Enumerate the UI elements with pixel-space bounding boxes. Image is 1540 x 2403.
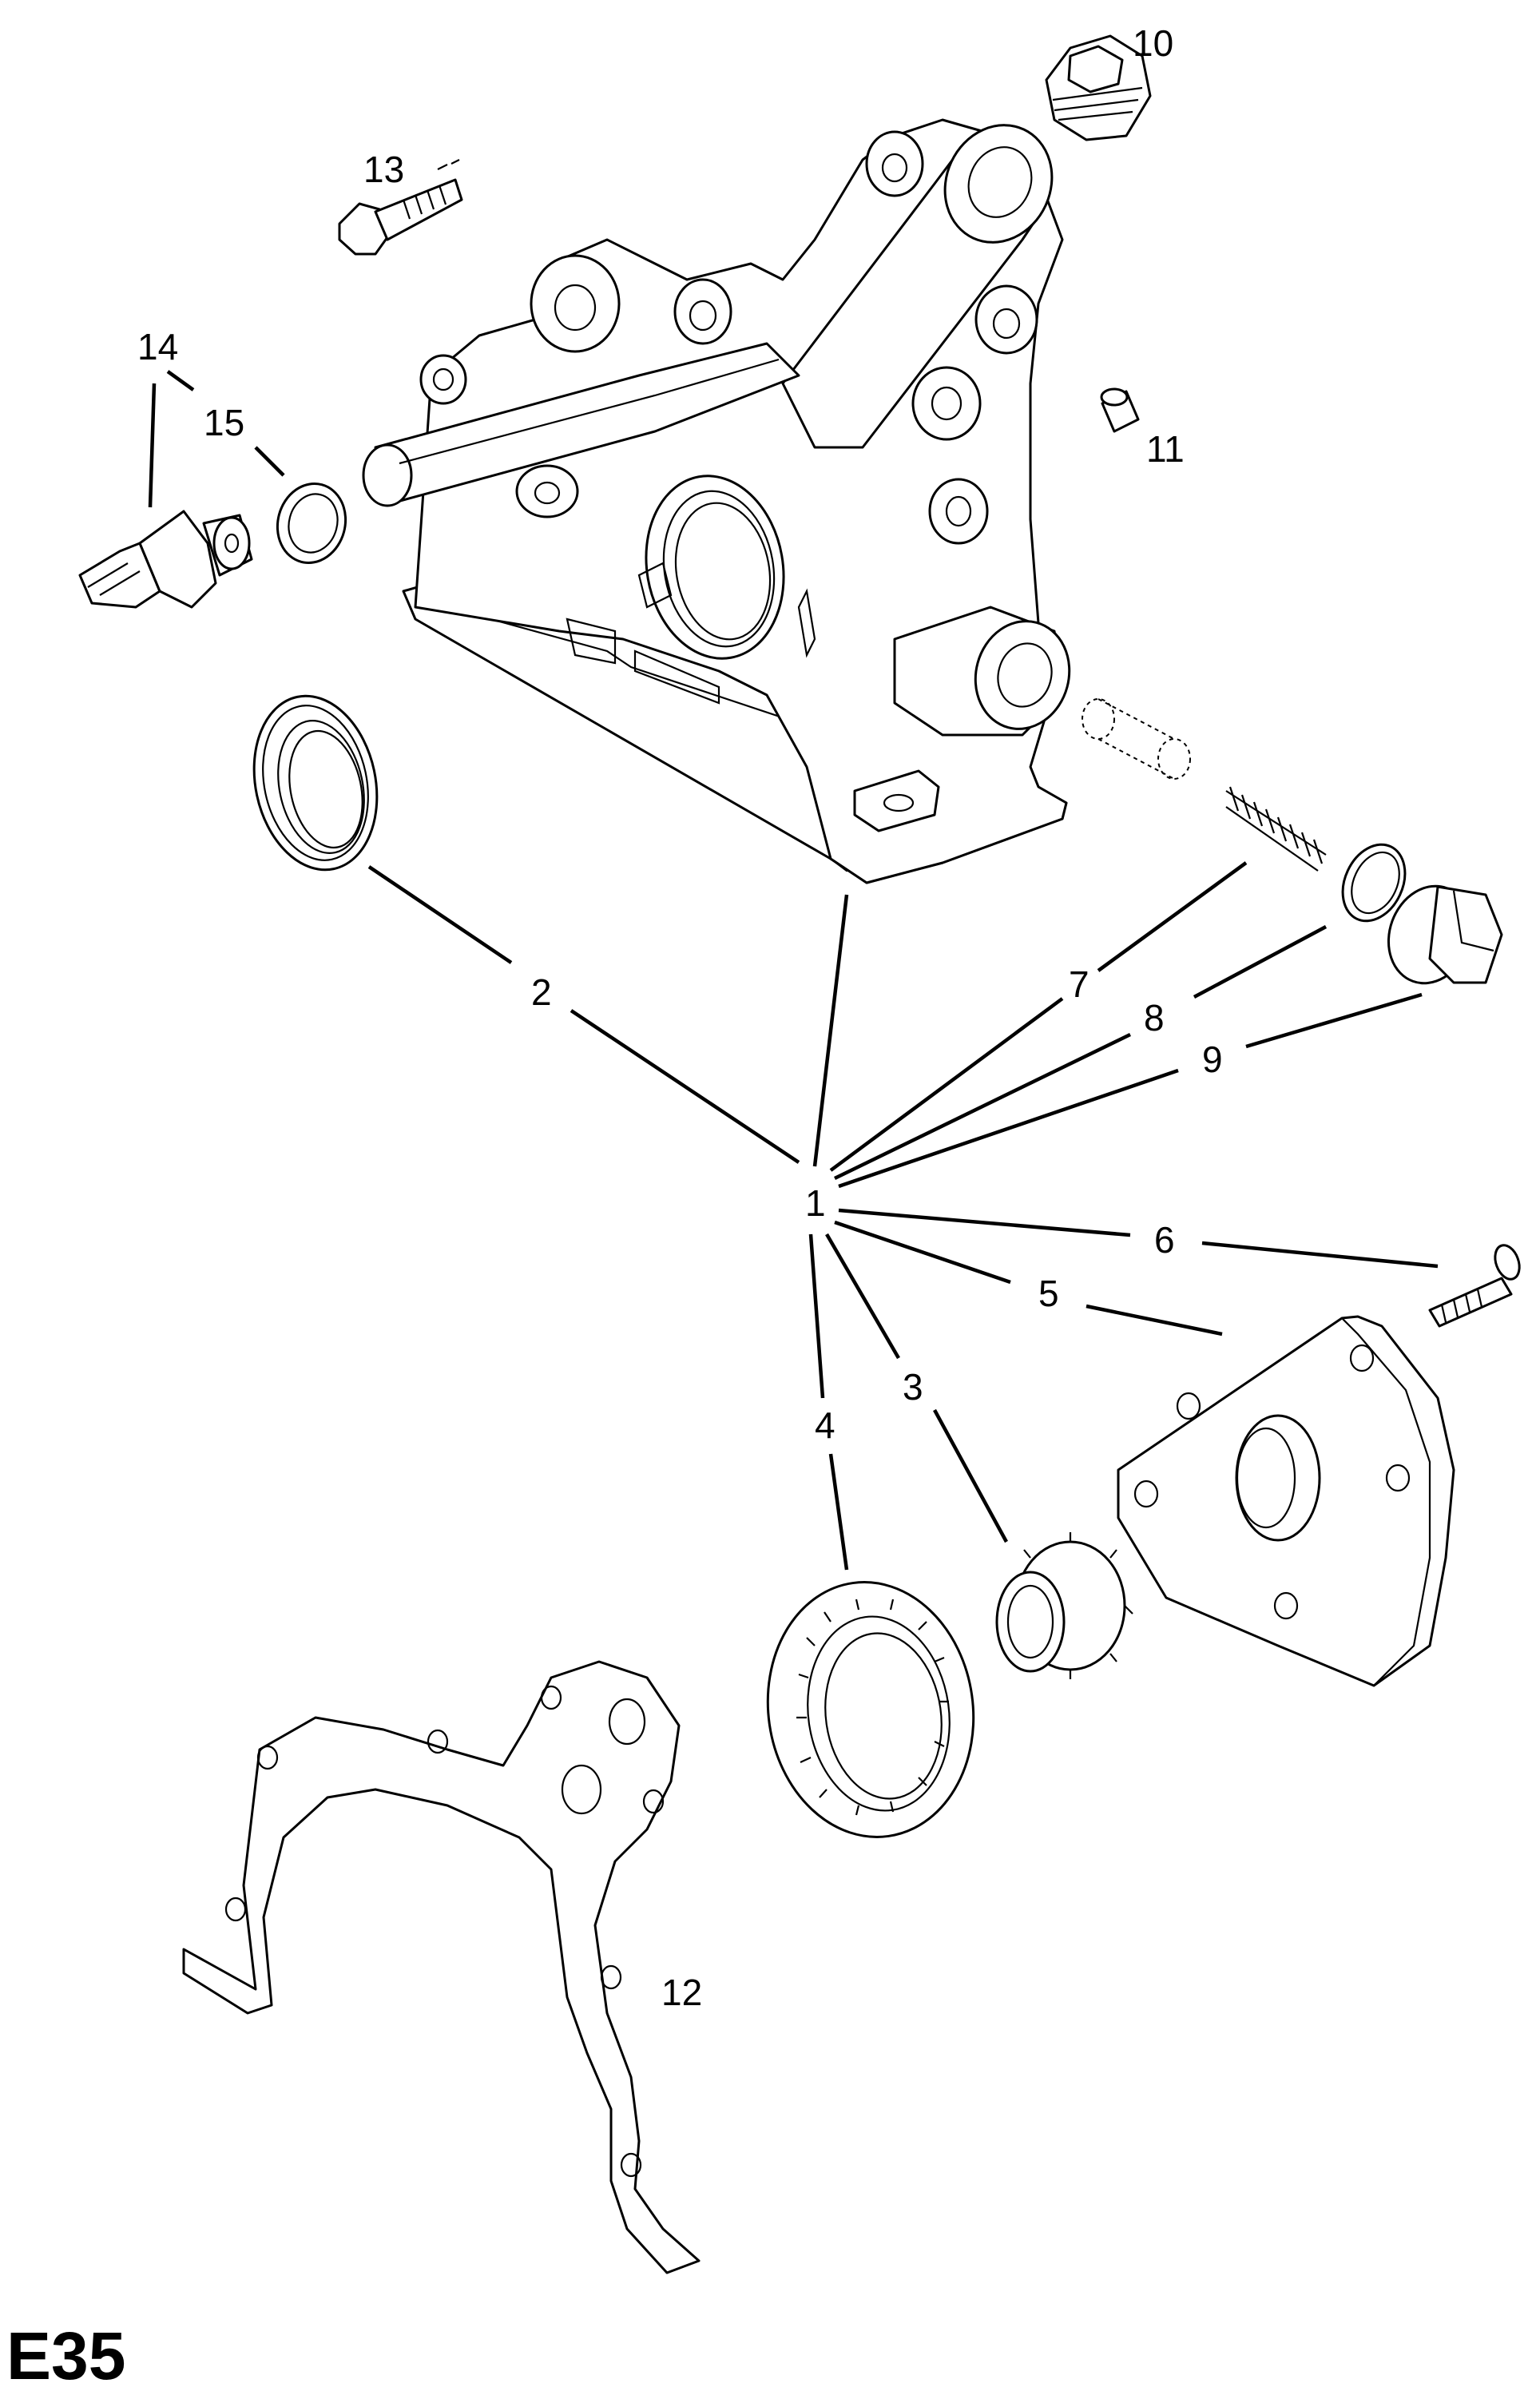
relief-spring [1225, 786, 1327, 872]
dowel-pin [1100, 387, 1140, 433]
leader-9b [838, 1068, 1179, 1189]
label-15: 15 [204, 402, 244, 443]
outer-rotor [766, 1581, 975, 1838]
leader-1-housing [812, 894, 849, 1167]
leader-15 [254, 446, 285, 477]
inner-gear [995, 1532, 1133, 1679]
leader-5b [834, 1220, 1011, 1285]
leader-3a [933, 1408, 1008, 1543]
seal-ring [1341, 843, 1407, 923]
label-4: 4 [815, 1404, 835, 1446]
leader-8b [834, 1032, 1131, 1181]
label-7: 7 [1069, 963, 1090, 1005]
label-10: 10 [1133, 22, 1173, 64]
label-9: 9 [1202, 1039, 1223, 1080]
part-labels: 1 2 3 4 5 6 7 8 9 10 11 12 13 14 15 [137, 22, 1223, 2013]
leader-2a [367, 865, 513, 964]
leader-7a [1097, 861, 1248, 972]
label-13: 13 [363, 149, 404, 190]
relief-valve-piston-hidden [1082, 698, 1191, 780]
relief-plug [1387, 884, 1503, 985]
figure-code: E35 [6, 2318, 125, 2393]
sealing-washer [276, 482, 347, 565]
leader-14-15 [166, 370, 195, 391]
leader-14 [148, 383, 157, 508]
label-8: 8 [1144, 997, 1165, 1039]
oil-pump-housing [362, 118, 1071, 884]
oil-pressure-switch [78, 510, 253, 609]
label-2: 2 [531, 971, 552, 1013]
leader-lines [148, 370, 1439, 1571]
label-1: 1 [805, 1182, 826, 1224]
leader-8a [1193, 925, 1328, 999]
cover-screw [1428, 1244, 1521, 1328]
leader-3b [825, 1233, 900, 1360]
label-11: 11 [1146, 428, 1185, 470]
leader-4b [808, 1233, 825, 1399]
shaft-seal [252, 694, 379, 872]
leader-7b [829, 997, 1064, 1172]
leader-6b [838, 1208, 1131, 1237]
leader-5a [1086, 1304, 1223, 1337]
leader-4a [828, 1453, 849, 1571]
pump-gasket [182, 1660, 701, 2274]
leader-9a [1245, 992, 1423, 1049]
label-3: 3 [903, 1366, 923, 1408]
leader-2b [570, 1009, 800, 1164]
label-5: 5 [1038, 1273, 1059, 1314]
leader-6a [1201, 1241, 1439, 1269]
mounting-bolt [338, 159, 463, 256]
top-plug [1045, 34, 1152, 141]
cover-plate [1117, 1315, 1455, 1687]
label-14: 14 [137, 326, 178, 367]
label-12: 12 [661, 1972, 702, 2013]
label-6: 6 [1154, 1219, 1175, 1261]
